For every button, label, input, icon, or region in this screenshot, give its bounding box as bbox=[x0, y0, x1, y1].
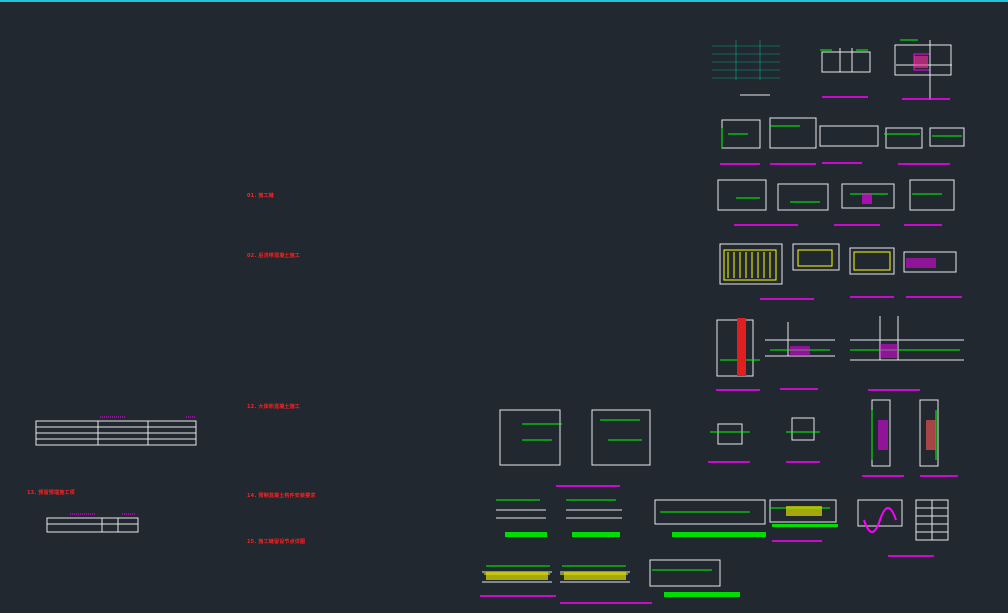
note-precast-install: 14. 预制混凝土构件安装要求 bbox=[247, 493, 316, 499]
table-2 bbox=[46, 517, 139, 533]
note-joint-details: 15. 施工缝留设节点详图 bbox=[247, 539, 306, 545]
note-construction-joint: 01. 施工缝 bbox=[247, 193, 274, 199]
note-embedded-items: 13. 预留预埋施工项 bbox=[27, 490, 75, 496]
note-post-pour-strip: 02. 后浇带混凝土施工 bbox=[247, 253, 300, 259]
note-mass-concrete: 12. 大体积混凝土施工 bbox=[247, 404, 300, 410]
table-1 bbox=[35, 420, 197, 446]
viewport-top-border bbox=[0, 0, 1008, 2]
